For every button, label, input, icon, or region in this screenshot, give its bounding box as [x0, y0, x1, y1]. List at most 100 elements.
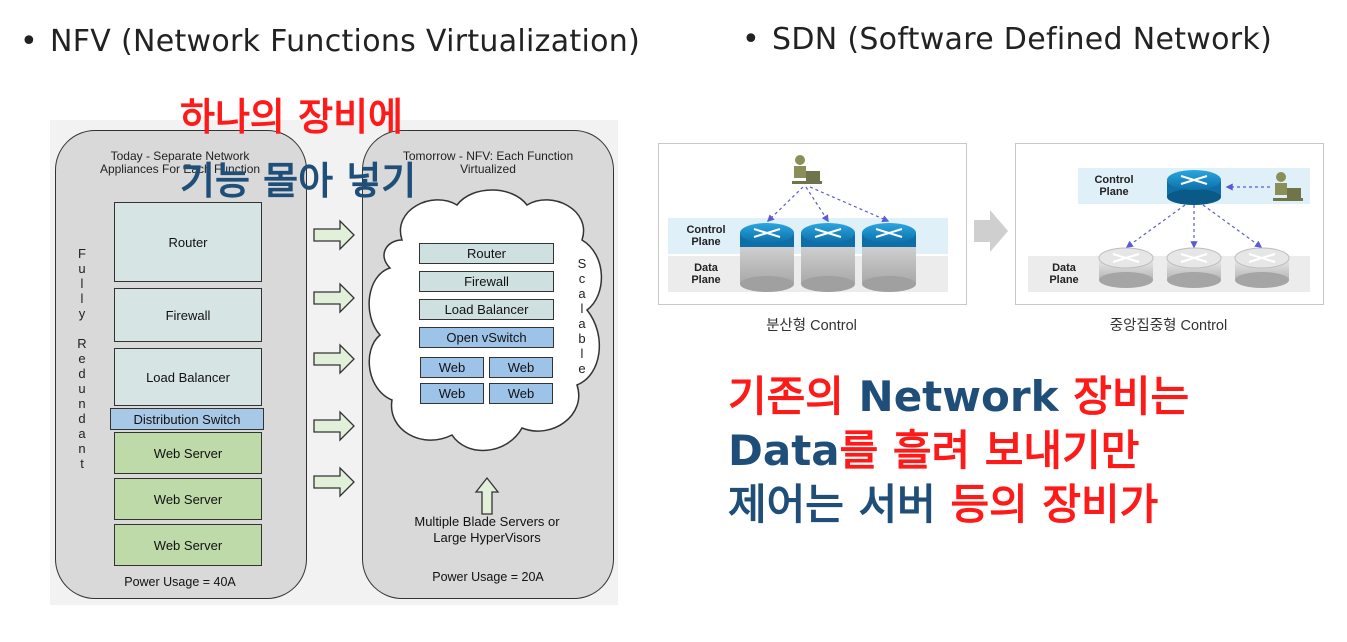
virtual-web: Web — [489, 383, 553, 404]
letter: F — [78, 246, 86, 261]
letter: a — [78, 426, 86, 441]
right-arrow-icon — [313, 219, 355, 251]
nfv-bullet: • NFV (Network Functions Virtualization) — [20, 24, 640, 59]
load-balancer-appliance: Load Balancer — [114, 348, 262, 406]
letter-gap — [74, 321, 90, 336]
open-vswitch: Open vSwitch — [419, 327, 554, 348]
router-icon — [1166, 247, 1222, 288]
label-line: Plane — [691, 274, 721, 286]
label-line: Plane — [1099, 186, 1129, 198]
letter: d — [78, 411, 86, 426]
statement-part: 등의 장비가 — [950, 480, 1159, 529]
router-icon — [740, 223, 794, 292]
letter: y — [78, 306, 86, 321]
data-plane-label: Data Plane — [1034, 262, 1094, 286]
letter: l — [80, 276, 84, 291]
letter: R — [77, 336, 87, 351]
firewall-appliance: Firewall — [114, 288, 262, 342]
virtual-router: Router — [419, 243, 554, 264]
bullet-marker: • — [20, 24, 38, 59]
label-line: Data — [1052, 262, 1076, 274]
nfv-heading: NFV (Network Functions Virtualization) — [50, 24, 641, 59]
web-server-appliance: Web Server — [114, 524, 262, 566]
letter: l — [580, 301, 584, 316]
control-plane-label: Control Plane — [1084, 174, 1144, 198]
statement-part: 장비는 — [1073, 372, 1190, 421]
virtual-web: Web — [420, 357, 484, 378]
data-plane-label: Data Plane — [676, 262, 736, 286]
router-icon — [801, 223, 855, 292]
router-icon — [1098, 247, 1154, 288]
letter: d — [78, 366, 86, 381]
right-arrow-icon — [313, 282, 355, 314]
statement-line-1: 기존의 Network 장비는 — [728, 370, 1189, 424]
letter: l — [580, 346, 584, 361]
letter: e — [578, 361, 586, 376]
letter: S — [577, 256, 587, 271]
centralized-topology — [1098, 170, 1303, 288]
distribution-switch: Distribution Switch — [110, 408, 264, 430]
overlay-line-red: 하나의 장비에 — [180, 95, 403, 139]
statement-part: 제어는 서버 — [728, 480, 951, 529]
distributed-topology — [740, 155, 916, 292]
power-usage-today: Power Usage = 40A — [124, 575, 236, 589]
distributed-caption: 분산형 Control — [766, 318, 857, 334]
statement-part: 를 흘려 보내기만 — [839, 426, 1140, 475]
today-header-line: Appliances For Each Function — [99, 162, 261, 176]
letter: n — [78, 396, 86, 411]
router-icon — [862, 223, 916, 292]
blade-line: Large HyperVisors — [433, 530, 541, 545]
letter: b — [578, 331, 586, 346]
statement-line-2: Data를 흘려 보내기만 — [728, 424, 1189, 478]
bullet-marker: • — [742, 22, 760, 57]
sdn-bullet: • SDN (Software Defined Network) — [742, 22, 1272, 57]
router-icon — [1234, 247, 1290, 288]
statement-part: Network — [858, 372, 1074, 421]
today-header-line: Today - Separate Network — [110, 149, 250, 163]
statement-part: 기존의 — [728, 372, 859, 421]
letter: a — [578, 286, 586, 301]
letter: u — [78, 261, 86, 276]
web-server-appliance: Web Server — [114, 478, 262, 520]
statement-line-3: 제어는 서버 등의 장비가 — [728, 478, 1189, 532]
blade-servers-label: Multiple Blade Servers or Large HyperVis… — [372, 514, 602, 546]
virtual-web: Web — [420, 383, 484, 404]
power-usage-tomorrow: Power Usage = 20A — [432, 570, 544, 584]
virtual-load-balancer: Load Balancer — [419, 299, 554, 320]
label-line: Control — [1094, 174, 1134, 186]
centralized-caption: 중앙집중형 Control — [1109, 318, 1228, 334]
appliance-stack: Router Firewall Load Balancer Distributi… — [110, 194, 264, 574]
statement-part: Data — [728, 426, 840, 475]
right-arrow-icon — [313, 466, 355, 498]
blade-line: Multiple Blade Servers or — [414, 514, 560, 529]
statement: 기존의 Network 장비는 Data를 흘려 보내기만 제어는 서버 등의 … — [728, 370, 1189, 532]
right-arrow-icon — [313, 343, 355, 375]
label-line: Plane — [691, 236, 721, 248]
tomorrow-header-line: Tomorrow - NFV: Each Function — [402, 149, 574, 163]
overlay-line-blue: 기능 몰아 넣기 — [180, 159, 417, 203]
today-header: Today - Separate Network Appliances For … — [60, 150, 300, 176]
letter: l — [80, 291, 84, 306]
virtual-firewall: Firewall — [419, 271, 554, 292]
scalable-label: S c a l a b l e — [574, 256, 590, 376]
letter: n — [78, 441, 86, 456]
control-plane-label: Control Plane — [676, 224, 736, 248]
admin-user-icon — [1273, 172, 1303, 201]
admin-user-icon — [792, 155, 822, 184]
letter: e — [78, 351, 86, 366]
tomorrow-header: Tomorrow - NFV: Each Function Virtualize… — [368, 150, 608, 176]
right-arrow-icon — [313, 410, 355, 442]
tomorrow-header-line: Virtualized — [460, 162, 516, 176]
fully-redundant-label: F u l l y R e d u n d a n t — [74, 246, 90, 471]
virtual-web: Web — [489, 357, 553, 378]
letter: u — [78, 381, 86, 396]
sdn-heading: SDN (Software Defined Network) — [772, 22, 1273, 57]
transition-arrow-icon — [974, 210, 1008, 252]
label-line: Data — [694, 262, 718, 274]
migration-arrows — [313, 219, 355, 498]
router-appliance: Router — [114, 202, 262, 282]
letter: t — [80, 456, 84, 471]
letter: a — [578, 316, 586, 331]
up-arrow-icon — [474, 476, 500, 515]
web-server-appliance: Web Server — [114, 432, 262, 474]
